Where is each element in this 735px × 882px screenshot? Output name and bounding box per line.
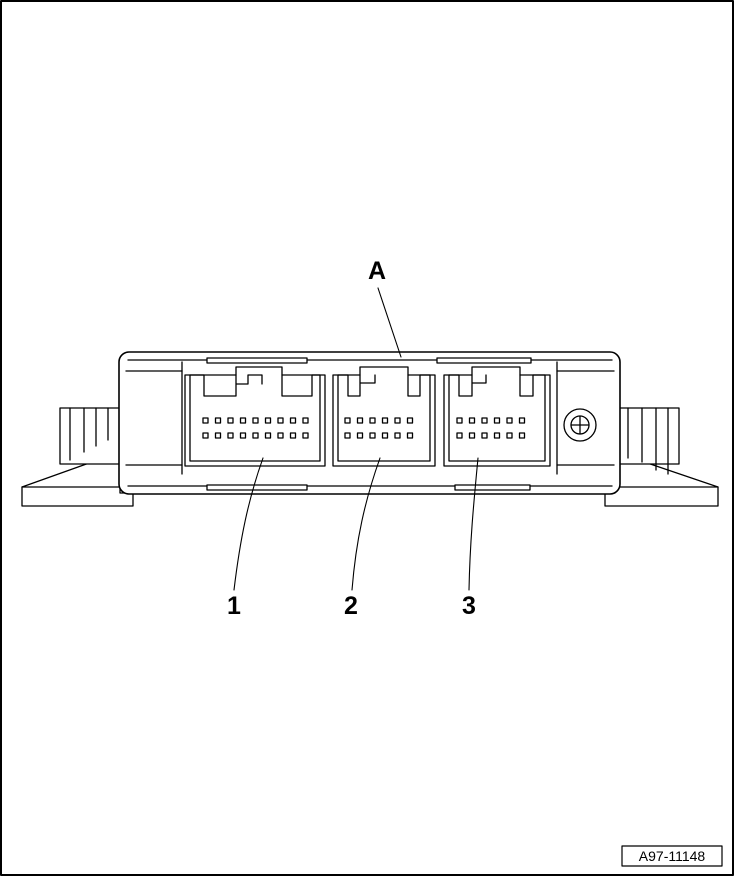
connector-pin — [456, 417, 463, 424]
leader-lines — [233, 287, 479, 591]
connector-pin — [506, 417, 513, 424]
connector-pin — [202, 417, 209, 424]
connector-pin — [227, 432, 234, 439]
reference-code: A97-11148 — [639, 848, 706, 864]
connector-pin — [239, 432, 247, 439]
callout-2: 2 — [344, 592, 358, 620]
connector-pin — [369, 432, 376, 439]
connector-pin — [406, 432, 414, 439]
connector-pin — [468, 432, 476, 439]
connector-pin — [394, 432, 401, 439]
connector-1-pins — [202, 417, 309, 439]
connector-pin — [518, 417, 526, 424]
connector-pin — [252, 417, 259, 424]
connector-3 — [443, 366, 551, 467]
connector-pin — [481, 417, 488, 424]
connector-pin — [468, 417, 476, 424]
connector-pin — [302, 417, 309, 424]
connector-pin — [493, 432, 501, 439]
connector-pin — [356, 432, 364, 439]
connector-pin — [406, 417, 414, 424]
connector-pin — [493, 417, 501, 424]
connector-pin — [394, 417, 401, 424]
connector-pin — [214, 432, 222, 439]
leader-line-1 — [233, 457, 264, 591]
connector-pin — [289, 432, 297, 439]
leader-line-a — [377, 287, 402, 358]
connector-pin — [506, 432, 513, 439]
connector-pin — [264, 417, 272, 424]
connector-pin — [344, 432, 351, 439]
connector-pin — [264, 432, 272, 439]
left-mounting-bracket — [21, 407, 134, 507]
reference-code-box: A97-11148 — [621, 845, 723, 867]
connector-1 — [184, 366, 326, 467]
connector-pin — [202, 432, 209, 439]
leader-line-2 — [351, 457, 381, 591]
connector-pin — [289, 417, 297, 424]
connector-2 — [332, 366, 436, 467]
connector-pin — [252, 432, 259, 439]
leader-line-3 — [468, 457, 479, 591]
connector-2-pins — [344, 417, 414, 439]
connector-pin — [381, 417, 389, 424]
connector-pin — [214, 417, 222, 424]
mounting-screw — [563, 408, 597, 442]
callout-3: 3 — [462, 592, 476, 620]
connector-pin — [356, 417, 364, 424]
callout-1: 1 — [227, 592, 241, 620]
connector-pin — [239, 417, 247, 424]
connector-pin — [369, 417, 376, 424]
connector-pin — [344, 417, 351, 424]
connector-pin — [302, 432, 309, 439]
connector-pin — [518, 432, 526, 439]
connector-pin — [456, 432, 463, 439]
callout-a: A — [368, 257, 386, 285]
connector-pin — [481, 432, 488, 439]
right-mounting-bracket — [604, 407, 719, 507]
connector-3-pins — [456, 417, 526, 439]
connector-pin — [277, 432, 284, 439]
connector-pin — [227, 417, 234, 424]
connector-pin — [277, 417, 284, 424]
connector-pin — [381, 432, 389, 439]
